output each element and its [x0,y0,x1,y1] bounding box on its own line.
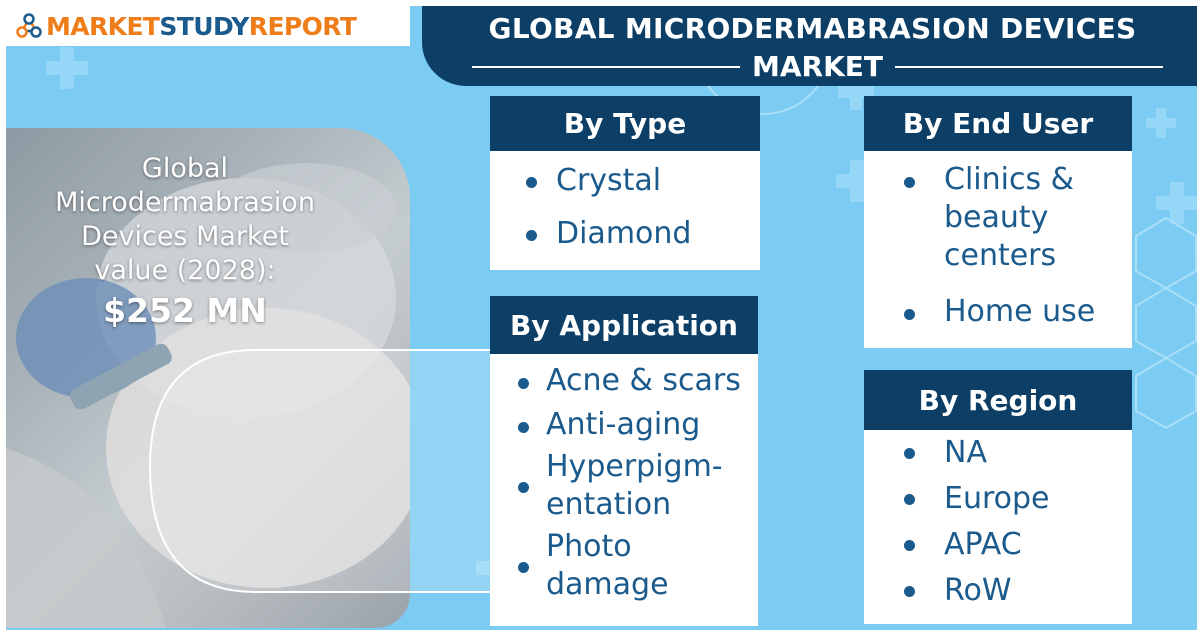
market-value-block: Global Microdermabrasion Devices Market … [20,152,350,332]
list-item: Acne & scars [490,362,758,406]
brand-logo[interactable]: MARKETSTUDYREPORT [6,6,410,46]
market-value-label-line: Devices Market [81,221,289,252]
panel-by-application: By Application Acne & scars Anti-aging H… [490,296,758,626]
title-banner: GLOBAL MICRODERMABRASION DEVICES MARKET [422,6,1197,86]
brand-part-study: STUDY [159,11,249,41]
panel-by-region: By Region NA Europe APAC RoW [864,370,1132,624]
list-item-text: APAC [944,527,1022,562]
hero-photo: Global Microdermabrasion Devices Market … [6,128,410,628]
bullet-icon [518,422,529,433]
list-item-text: RoW [944,573,1012,608]
list-item: Crystal [490,157,760,210]
list-item: Hyperpigm-entation [490,448,758,528]
title-rule-right [895,65,1163,68]
list-item-text: Diamond [556,216,692,251]
connector-bracket [148,349,496,593]
bullet-icon [904,448,915,459]
list-item-text: entation [546,487,672,522]
bullet-icon [518,562,529,573]
list-item-text: Hyperpigm- [546,449,723,484]
market-value-label-line: Global [141,153,229,184]
list-item-text: Crystal [556,163,662,198]
list-item-text: Anti-aging [546,407,701,442]
bullet-icon [904,494,915,505]
list-item-text: Clinics & [944,162,1075,197]
bullet-icon [904,309,915,320]
list-item-text: Europe [944,481,1050,516]
bullet-icon [518,482,529,493]
bullet-icon [526,230,537,241]
panel-heading: By Region [864,370,1132,430]
region-list: NA Europe APAC RoW [864,430,1132,618]
list-item-text: beauty [944,200,1049,235]
panel-heading: By Application [490,296,758,354]
market-value-label-line: Microdermabrasion [55,187,315,218]
list-item: Anti-aging [490,406,758,448]
photo-illustration [6,163,410,628]
market-value-number: $252 MN [103,291,267,330]
brand-part-market: MARKET [46,11,160,41]
list-item-text: NA [944,435,987,470]
list-item-text: Acne & scars [546,363,741,398]
bullet-icon [904,540,915,551]
list-item: RoW [864,572,1132,618]
application-list: Acne & scars Anti-aging Hyperpigm-entati… [490,354,758,608]
page-title-line1: GLOBAL MICRODERMABRASION DEVICES [488,12,1137,45]
list-item: Diamond [490,210,760,263]
title-rule-left [472,65,740,68]
list-item: Home use [864,293,1132,337]
brand-wordmark: MARKETSTUDYREPORT [46,11,357,41]
list-item-text: damage [546,567,669,602]
type-list: Crystal Diamond [490,151,760,263]
list-item-text: centers [944,238,1057,273]
list-item: Europe [864,480,1132,526]
list-item: APAC [864,526,1132,572]
market-value-label-line: value (2028): [94,255,276,286]
bullet-icon [518,378,529,389]
bullet-icon [904,586,915,597]
list-item-text: Photo [546,529,632,564]
bullet-icon [904,177,915,188]
brand-part-report: REPORT [248,11,357,41]
panel-heading: By End User [864,96,1132,151]
page-title-line2: MARKET [751,50,884,83]
list-item: NA [864,434,1132,480]
page-title-line2-wrap: MARKET [472,50,1163,83]
panel-by-type: By Type Crystal Diamond [490,96,760,270]
bullet-icon [526,177,537,188]
list-item-text: Home use [944,294,1096,329]
panel-heading: By Type [490,96,760,151]
molecule-logo-icon [16,13,42,38]
